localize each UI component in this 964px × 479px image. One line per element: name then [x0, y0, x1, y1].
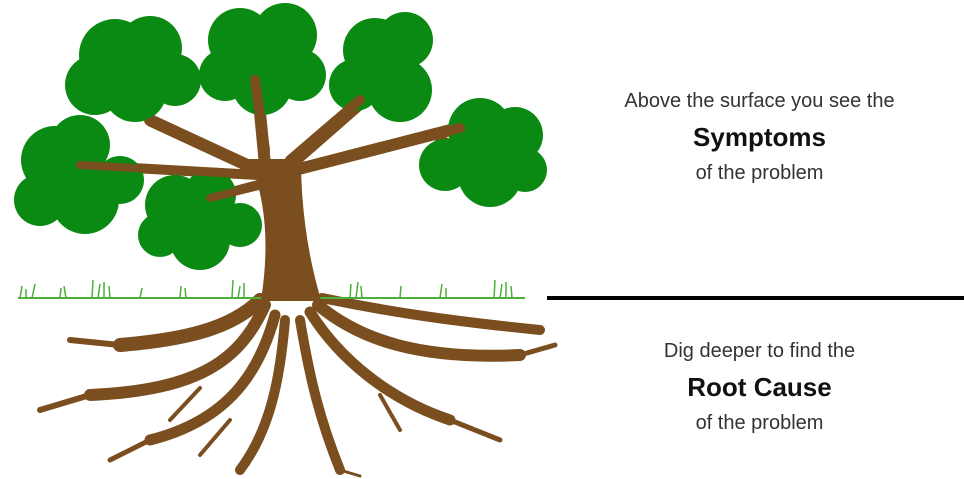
- canopy-top-left: [65, 16, 201, 122]
- canopy-far-left: [14, 115, 144, 234]
- root-cause-heading: Root Cause: [555, 368, 964, 406]
- root-cause-caption: Dig deeper to find the Root Cause of the…: [555, 334, 964, 440]
- roots: [40, 298, 555, 476]
- surface-divider: [547, 296, 964, 300]
- symptoms-caption: Above the surface you see the Symptoms o…: [555, 84, 964, 190]
- canopy-top-right: [329, 12, 433, 122]
- symptoms-caption-line1: Above the surface you see the: [555, 84, 964, 118]
- canopy-right: [419, 98, 547, 207]
- symptoms-caption-line3: of the problem: [555, 156, 964, 190]
- symptoms-heading: Symptoms: [555, 118, 964, 156]
- tree-illustration: [0, 0, 560, 479]
- root-cause-caption-line3: of the problem: [555, 406, 964, 440]
- root-cause-caption-line1: Dig deeper to find the: [555, 334, 964, 368]
